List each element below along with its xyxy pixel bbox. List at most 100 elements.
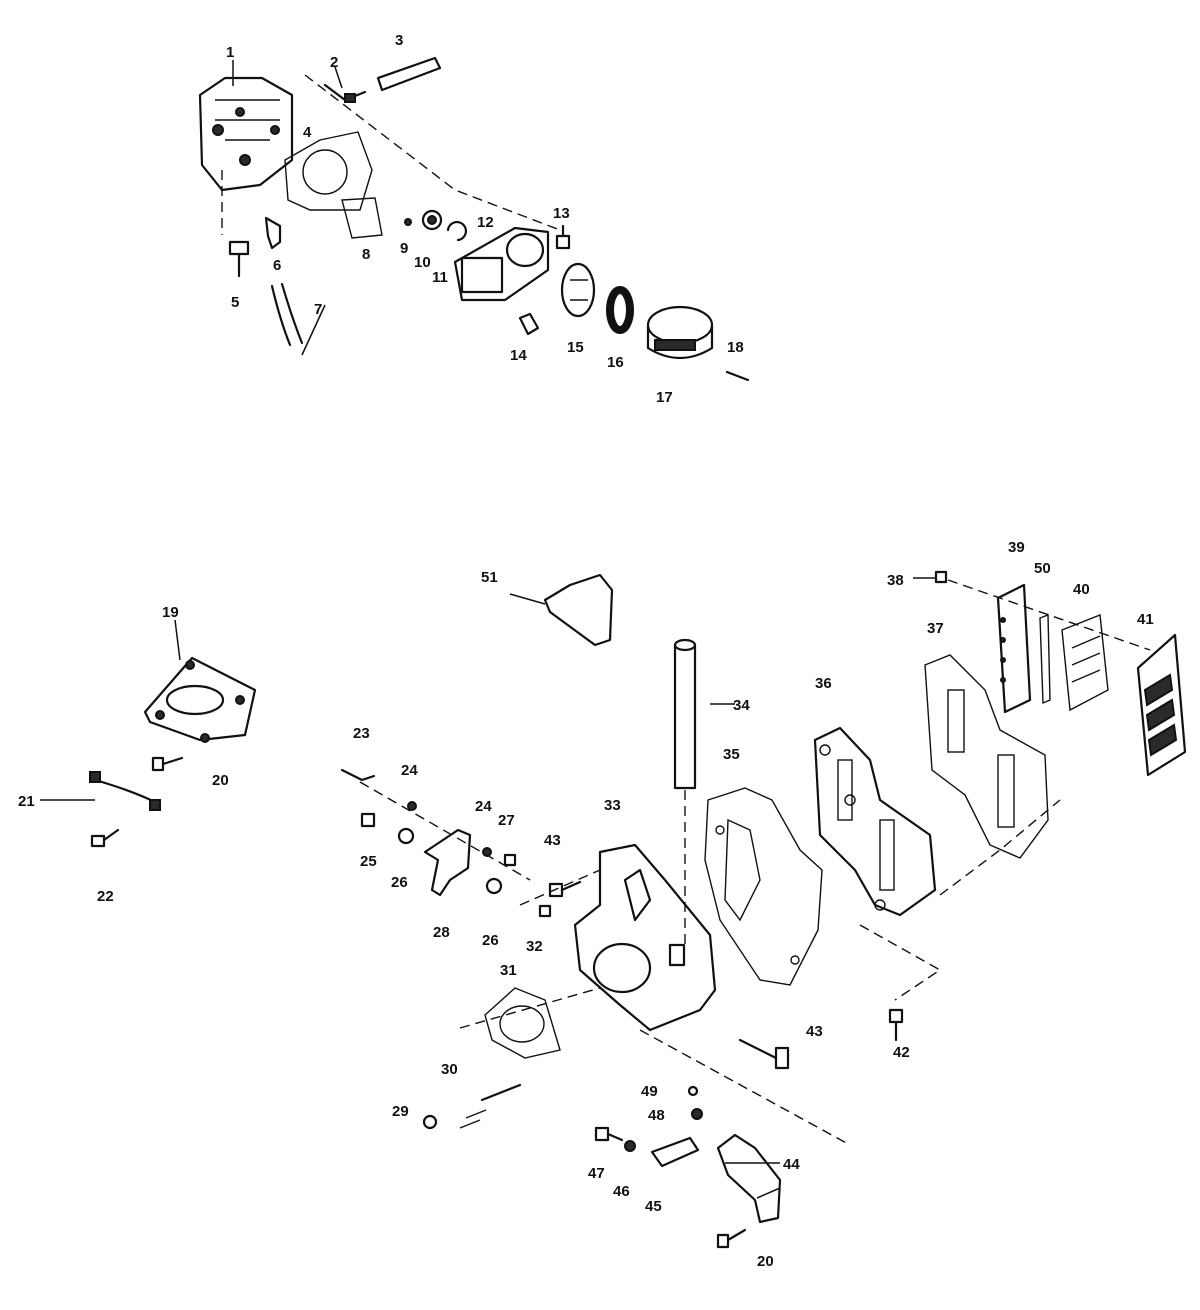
part-40-reed <box>1061 614 1109 712</box>
callout-41: 41 <box>1137 611 1154 628</box>
callout-24-a: 24 <box>401 762 418 779</box>
part-24-nut-a <box>407 801 417 811</box>
part-16-ring <box>606 286 634 334</box>
callout-25: 25 <box>360 853 377 870</box>
callout-45: 45 <box>645 1198 662 1215</box>
callout-24-b: 24 <box>475 798 492 815</box>
part-36-plate <box>813 726 937 917</box>
part-39-reed-stop <box>996 583 1032 714</box>
callout-6: 6 <box>273 257 281 274</box>
callout-37: 37 <box>927 620 944 637</box>
part-22-screw <box>90 828 120 848</box>
callout-42: 42 <box>893 1044 910 1061</box>
part-10-seal <box>421 209 443 231</box>
part-50-strip <box>1039 613 1051 705</box>
part-46-nut <box>624 1140 636 1152</box>
leader-lines <box>40 60 781 1199</box>
callout-19: 19 <box>162 604 179 621</box>
part-47-screw <box>594 1126 624 1142</box>
callout-43-b: 43 <box>806 1023 823 1040</box>
part-27-nut <box>503 853 517 867</box>
part-45-clip <box>650 1136 700 1168</box>
part-25-nut <box>360 812 376 828</box>
callout-26-b: 26 <box>482 932 499 949</box>
part-51-bracket <box>509 573 614 647</box>
part-26-washer-a <box>397 827 415 845</box>
part-26-washer-b <box>485 877 503 895</box>
callout-48: 48 <box>648 1107 665 1124</box>
part-48-washer <box>691 1108 703 1120</box>
lower-middle-assembly <box>340 768 851 1249</box>
part-30-stud <box>459 1083 522 1129</box>
callout-46: 46 <box>613 1183 630 1200</box>
callout-35: 35 <box>723 746 740 763</box>
callout-23: 23 <box>353 725 370 742</box>
part-9-pin <box>404 218 412 226</box>
callout-43-a: 43 <box>544 832 561 849</box>
callout-10: 10 <box>414 254 431 271</box>
part-41-reed-block <box>1136 633 1187 777</box>
callout-39: 39 <box>1008 539 1025 556</box>
callout-50: 50 <box>1034 560 1051 577</box>
part-15-plate <box>560 262 596 318</box>
callout-17: 17 <box>656 389 673 406</box>
part-3-hose <box>376 56 442 92</box>
callout-5: 5 <box>231 294 239 311</box>
callout-26-a: 26 <box>391 874 408 891</box>
part-17-cap <box>646 305 714 359</box>
part-4-gasket <box>284 131 373 211</box>
part-43-bolt-a <box>548 880 582 898</box>
callout-11: 11 <box>432 269 448 286</box>
callout-22: 22 <box>97 888 114 905</box>
callout-33: 33 <box>604 797 621 814</box>
part-20-screw-lower <box>716 1228 747 1249</box>
callout-40: 40 <box>1073 581 1090 598</box>
part-2-fitting <box>323 83 367 103</box>
part-18-screw <box>725 370 750 382</box>
part-29-nut <box>422 1114 438 1130</box>
part-13-screw <box>555 224 571 250</box>
part-34-tube <box>673 638 697 790</box>
part-12-pump-body <box>453 226 550 302</box>
callout-31: 31 <box>500 962 517 979</box>
callout-13: 13 <box>553 205 570 222</box>
part-19-manifold-plate <box>143 656 257 743</box>
callout-38: 38 <box>887 572 904 589</box>
callout-36: 36 <box>815 675 832 692</box>
part-23-fitting <box>340 768 376 782</box>
part-37-gasket <box>924 654 1049 859</box>
part-14-fitting <box>518 312 540 336</box>
part-6-fitting <box>264 216 282 250</box>
part-31-gasket <box>484 987 561 1059</box>
callout-15: 15 <box>567 339 584 356</box>
callout-47: 47 <box>588 1165 605 1182</box>
part-38-screw <box>913 570 948 584</box>
callout-18: 18 <box>727 339 744 356</box>
upper-assembly <box>198 56 750 382</box>
part-7-hose <box>270 282 304 347</box>
part-8-plate <box>341 197 383 239</box>
part-33-intake-body <box>573 843 717 1032</box>
part-5-bolt <box>228 240 250 278</box>
callout-30: 30 <box>441 1061 458 1078</box>
callout-3: 3 <box>395 32 403 49</box>
part-21-clamp <box>89 771 161 811</box>
callout-32: 32 <box>526 938 543 955</box>
callout-20-upper: 20 <box>212 772 229 789</box>
part-44-bracket <box>716 1133 782 1224</box>
callout-1: 1 <box>226 44 234 61</box>
callout-28: 28 <box>433 924 450 941</box>
part-49-screw <box>687 1085 699 1097</box>
callout-44: 44 <box>783 1156 800 1173</box>
part-32-pin <box>538 904 552 918</box>
callout-labels: 1 2 3 4 5 6 7 8 9 10 11 12 13 14 15 16 1… <box>18 32 1154 1270</box>
callout-27: 27 <box>498 812 515 829</box>
callout-20-lower: 20 <box>757 1253 774 1270</box>
lower-left-assembly <box>89 656 257 848</box>
callout-12: 12 <box>477 214 494 231</box>
part-35-gasket <box>704 787 823 986</box>
callout-51: 51 <box>481 569 498 586</box>
callout-8: 8 <box>362 246 370 263</box>
callout-14: 14 <box>510 347 527 364</box>
